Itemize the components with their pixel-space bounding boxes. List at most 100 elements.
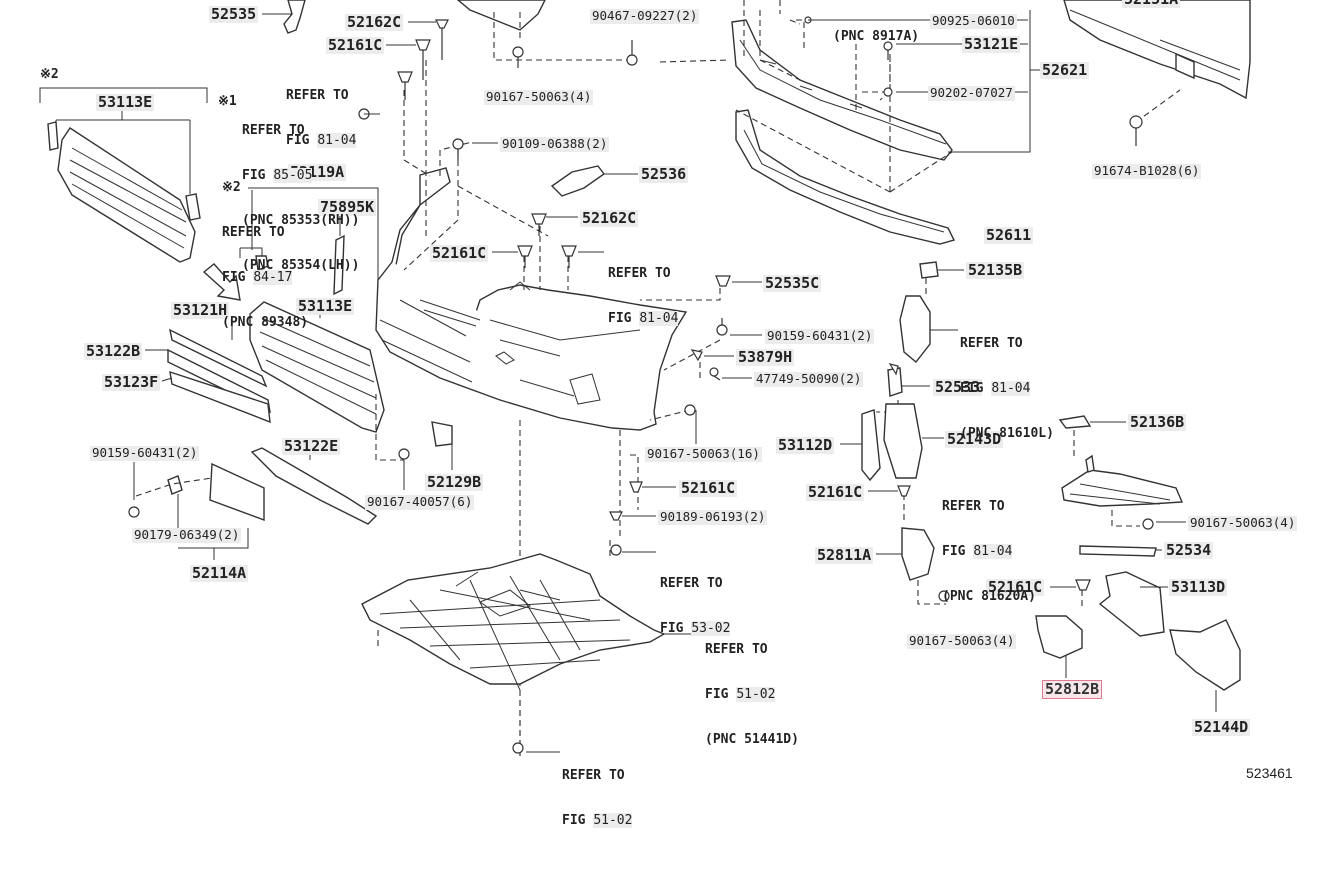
bracket-52143D-shape bbox=[883, 403, 923, 479]
ref-fig-number[interactable]: 85-05 bbox=[273, 168, 313, 183]
ref-fig-81-04-top[interactable]: REFER TO FIG 81-04 bbox=[286, 58, 357, 163]
ref-line: (PNC 85354(LH)) bbox=[242, 258, 360, 273]
part-label-52135B[interactable]: 52135B bbox=[966, 261, 1025, 279]
fasteners bbox=[128, 16, 1154, 754]
bumper-reinforcement-shape bbox=[1063, 0, 1251, 100]
part-label-52536[interactable]: 52536 bbox=[639, 165, 689, 183]
bracket-52535-shape bbox=[283, 0, 306, 34]
part-label-47749[interactable]: 47749-50090(2) bbox=[754, 371, 864, 387]
ref-fig-85-05[interactable]: REFER TO FIG 85-05 (PNC 85353(RH)) (PNC … bbox=[242, 93, 359, 288]
ref-fig-number[interactable]: 81-04 bbox=[317, 133, 357, 148]
note-mark-2-a: ※2 bbox=[40, 67, 59, 82]
grille-bars-shape bbox=[167, 328, 271, 424]
bracket-53112D-shape bbox=[861, 409, 881, 482]
ref-fig-53-02[interactable]: REFER TO FIG 53-02 bbox=[660, 546, 731, 651]
part-label-53122E[interactable]: 53122E bbox=[282, 437, 341, 455]
part-label-52161C-bot[interactable]: 52161C bbox=[679, 479, 738, 497]
ref-line: FIG 81-04 bbox=[608, 311, 679, 326]
part-label-53123F[interactable]: 53123F bbox=[102, 373, 161, 391]
part-label-52533[interactable]: 52533 bbox=[933, 378, 983, 396]
part-label-52621[interactable]: 52621 bbox=[1040, 61, 1090, 79]
part-label-52162C-mid[interactable]: 52162C bbox=[580, 209, 639, 227]
part-label-53122B[interactable]: 53122B bbox=[84, 342, 143, 360]
ref-pnc-81620A[interactable]: REFER TO FIG 81-04 (PNC 81620A) bbox=[942, 469, 1036, 619]
ref-fig-number[interactable]: 51-02 bbox=[593, 813, 633, 828]
ref-fig-81-04-mid[interactable]: REFER TO FIG 81-04 bbox=[608, 236, 679, 341]
part-label-52535[interactable]: 52535 bbox=[209, 5, 259, 23]
part-label-75895K[interactable]: 75895K bbox=[318, 198, 377, 216]
ref-fig-prefix: FIG bbox=[942, 544, 974, 559]
part-label-90202[interactable]: 90202-07027 bbox=[928, 85, 1015, 101]
part-label-90179[interactable]: 90179-06349(2) bbox=[132, 527, 242, 543]
part-label-90167-4-bot[interactable]: 90167-50063(4) bbox=[907, 633, 1017, 649]
part-label-52812B-selected[interactable]: 52812B bbox=[1041, 680, 1103, 699]
ref-fig-prefix: FIG bbox=[608, 311, 640, 326]
part-label-91674[interactable]: 91674-B1028(6) bbox=[1092, 163, 1202, 179]
part-label-52535C[interactable]: 52535C bbox=[763, 274, 822, 292]
ref-line: (PNC 85353(RH)) bbox=[242, 213, 360, 228]
ref-fig-number[interactable]: 84-17 bbox=[253, 270, 293, 285]
front-bumper-cover-shape bbox=[375, 167, 688, 431]
lower-grille-middle-shape bbox=[249, 301, 385, 433]
ref-line: REFER TO bbox=[562, 768, 625, 783]
engine-undercover-shape bbox=[361, 553, 666, 691]
ref-fig-number[interactable]: 81-04 bbox=[991, 381, 1031, 396]
part-label-90167-4-right[interactable]: 90167-50063(4) bbox=[1188, 515, 1298, 531]
part-label-52136B[interactable]: 52136B bbox=[1128, 413, 1187, 431]
ref-fig-number[interactable]: 81-04 bbox=[973, 544, 1013, 559]
part-label-90189[interactable]: 90189-06193(2) bbox=[658, 509, 768, 525]
ref-pnc-51441D[interactable]: REFER TO FIG 51-02 (PNC 51441D) bbox=[705, 612, 799, 762]
lamp-bracket-81610L-shape bbox=[899, 295, 931, 364]
ref-fig-number[interactable]: 81-04 bbox=[639, 311, 679, 326]
part-label-52114A[interactable]: 52114A bbox=[190, 564, 249, 582]
part-label-52143D[interactable]: 52143D bbox=[945, 430, 1004, 448]
part-label-52151A[interactable]: 52151A bbox=[1122, 0, 1181, 8]
ref-pnc-8917A[interactable]: (PNC 8917A) bbox=[833, 0, 919, 59]
part-label-52161C-top[interactable]: 52161C bbox=[326, 36, 385, 54]
part-label-53121E-top[interactable]: 53121E bbox=[962, 35, 1021, 53]
ref-line: FIG 81-04 bbox=[960, 381, 1054, 396]
part-label-90167-40057[interactable]: 90167-40057(6) bbox=[365, 494, 475, 510]
part-label-53113E-left[interactable]: 53113E bbox=[96, 93, 155, 111]
part-label-90159-left[interactable]: 90159-60431(2) bbox=[90, 445, 200, 461]
part-label-90925[interactable]: 90925-06010 bbox=[930, 13, 1017, 29]
ref-line: REFER TO bbox=[608, 266, 671, 281]
direction-arrow-shape bbox=[202, 263, 241, 301]
part-label-52144D[interactable]: 52144D bbox=[1192, 718, 1251, 736]
part-label-90159-right[interactable]: 90159-60431(2) bbox=[765, 328, 875, 344]
part-label-53113E-mid[interactable]: 53113E bbox=[296, 297, 355, 315]
part-label-90167-16[interactable]: 90167-50063(16) bbox=[645, 446, 762, 462]
ref-fig-number[interactable]: 51-02 bbox=[736, 687, 776, 702]
strip-53122E-shape bbox=[250, 447, 378, 525]
ref-fig-84-17[interactable]: REFER TO FIG 84-17 (PNC 89348) bbox=[222, 195, 308, 345]
ref-fig-number[interactable]: 53-02 bbox=[691, 621, 731, 636]
strip-75895K-shape bbox=[333, 234, 345, 296]
part-label-52129B[interactable]: 52129B bbox=[425, 473, 484, 491]
ref-pnc-81610L[interactable]: REFER TO FIG 81-04 (PNC 81610L) bbox=[960, 306, 1054, 456]
part-label-90109[interactable]: 90109-06388(2) bbox=[500, 136, 610, 152]
part-label-53121H[interactable]: 53121H bbox=[171, 301, 230, 319]
part-label-52534[interactable]: 52534 bbox=[1164, 541, 1214, 559]
part-label-52161C-right[interactable]: 52161C bbox=[806, 483, 865, 501]
part-label-52611[interactable]: 52611 bbox=[984, 226, 1034, 244]
ref-line: FIG 84-17 bbox=[222, 270, 308, 285]
ref-fig-prefix: FIG bbox=[660, 621, 692, 636]
part-label-53879H[interactable]: 53879H bbox=[736, 348, 795, 366]
part-label-52161C-mid[interactable]: 52161C bbox=[430, 244, 489, 262]
part-label-53113D[interactable]: 53113D bbox=[1169, 578, 1228, 596]
ref-line: REFER TO bbox=[705, 642, 768, 657]
ref-line: (PNC 51441D) bbox=[705, 732, 799, 747]
part-label-52162C-top[interactable]: 52162C bbox=[345, 13, 404, 31]
part-label-53112D[interactable]: 53112D bbox=[776, 436, 835, 454]
bracket-52812B-shape bbox=[1035, 615, 1083, 659]
part-label-52161C-lower[interactable]: 52161C bbox=[986, 578, 1045, 596]
part-label-90167-4-top[interactable]: 90167-50063(4) bbox=[484, 89, 594, 105]
note-mark-2-b: ※2 bbox=[222, 180, 241, 195]
figure-id: 523461 bbox=[1246, 765, 1293, 781]
ref-fig-51-02-bottom[interactable]: REFER TO FIG 51-02 bbox=[562, 738, 633, 843]
absorber-52611-shape bbox=[735, 109, 956, 245]
part-label-52811A[interactable]: 52811A bbox=[815, 546, 874, 564]
ref-line: FIG 81-04 bbox=[942, 544, 1036, 559]
part-label-90467[interactable]: 90467-09227(2) bbox=[590, 8, 700, 24]
